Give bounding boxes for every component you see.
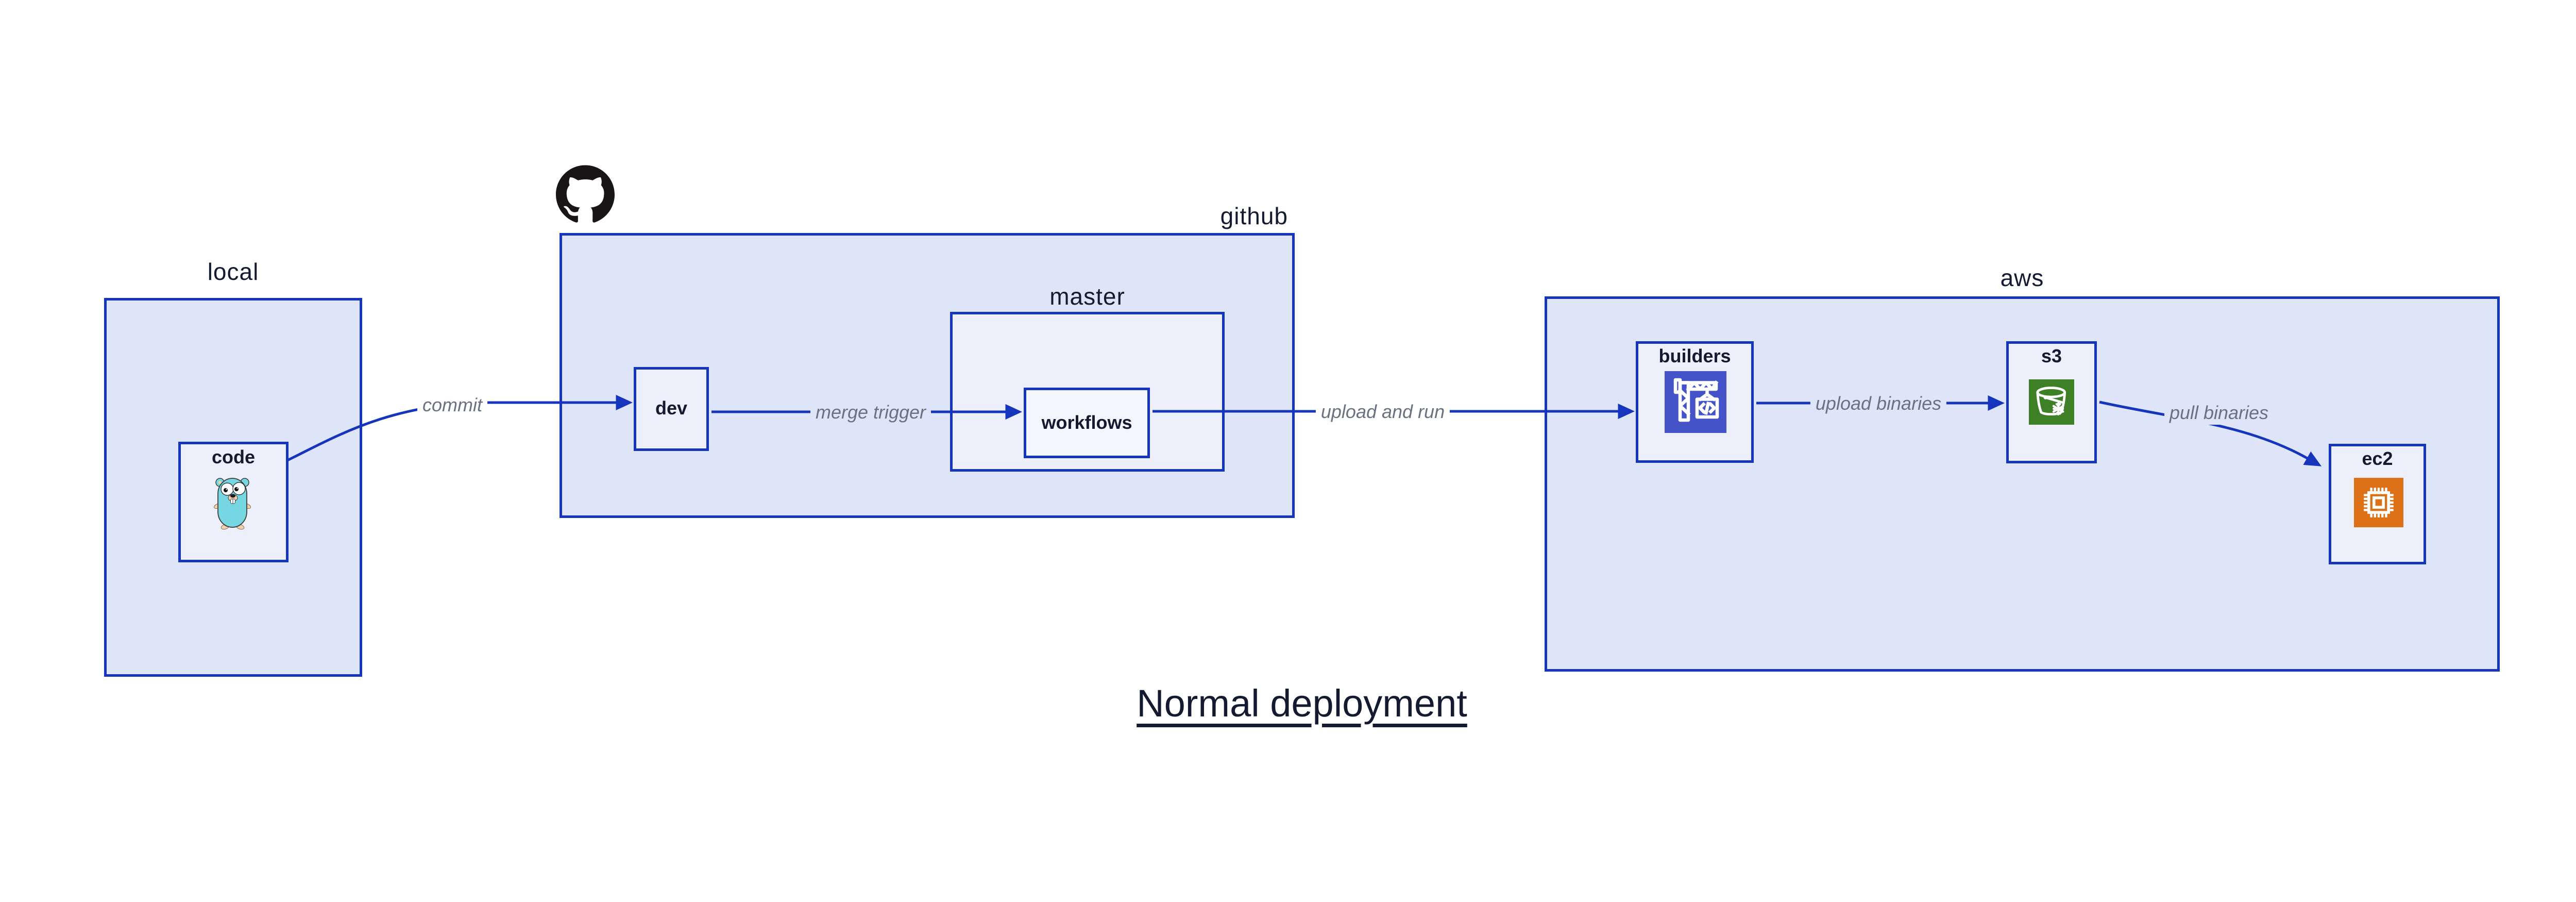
- upload-and-run-edge-label: upload and run: [1315, 400, 1450, 424]
- github-group-label: github: [1220, 203, 1288, 229]
- ec2-chip-icon: [2353, 478, 2404, 527]
- workflows-node-label: workflows: [1041, 412, 1132, 433]
- builders-node-label: builders: [1658, 345, 1731, 366]
- commit-edge-label: commit: [417, 393, 487, 417]
- s3-bucket-snowflake-icon: [2028, 379, 2075, 425]
- workflows-node-box: [1024, 388, 1150, 458]
- master-group-label: master: [1049, 283, 1125, 310]
- aws-group-label: aws: [2000, 264, 2044, 291]
- github-octocat-icon: [556, 164, 615, 225]
- ec2-node-label: ec2: [2362, 448, 2393, 469]
- diagram-title: Normal deployment: [1137, 682, 1467, 725]
- local-group-label: local: [207, 258, 259, 285]
- builders-node-box: [1636, 341, 1754, 463]
- dev-node-label: dev: [655, 397, 688, 419]
- code-node-label: code: [211, 446, 256, 467]
- s3-node-label: s3: [2041, 345, 2062, 366]
- codebuild-crane-icon: [1664, 371, 1727, 433]
- go-gopher-icon: [213, 475, 251, 530]
- merge-trigger-edge-label: merge trigger: [810, 400, 931, 424]
- upload-binaries-edge-label: upload binaries: [1810, 392, 1947, 415]
- dev-node-box: [634, 367, 709, 451]
- pull-binaries-edge-label: pull binaries: [2164, 401, 2274, 425]
